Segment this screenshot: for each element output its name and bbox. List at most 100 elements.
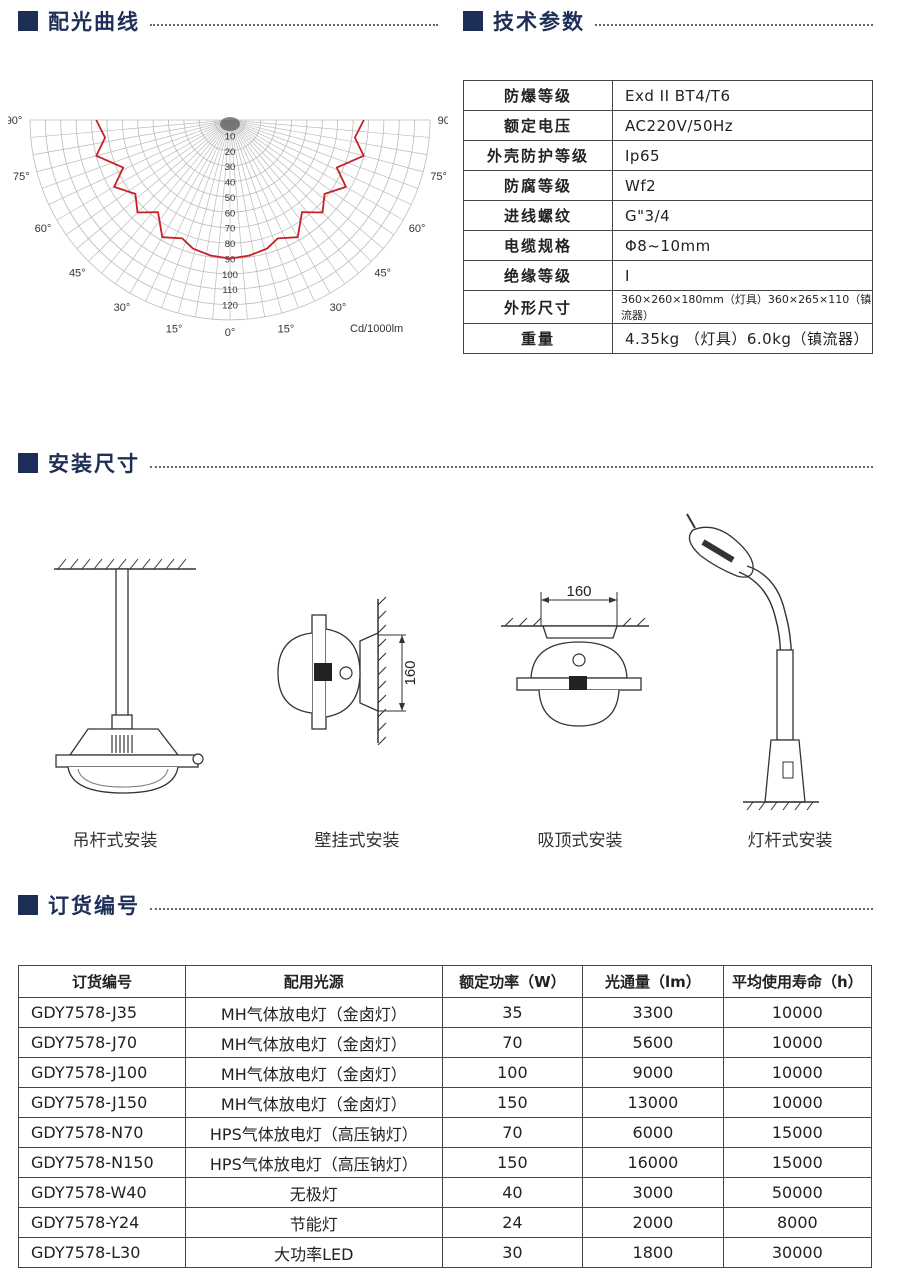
- radial-tick-label: 70: [225, 224, 236, 235]
- angle-label: 45°: [374, 268, 391, 280]
- order-cell: 70: [441, 1117, 584, 1148]
- polar-spoke: [229, 119, 404, 221]
- angle-label: 15°: [166, 324, 183, 336]
- polar-spoke: [229, 119, 248, 320]
- polar-spoke: [229, 119, 283, 314]
- section-marker: [463, 11, 483, 31]
- order-cell: 50000: [722, 1177, 873, 1208]
- polar-spoke: [229, 119, 384, 249]
- polar-spoke: [48, 119, 231, 205]
- radial-tick-label: 80: [225, 239, 236, 250]
- order-header-cell: 配用光源: [184, 965, 443, 998]
- order-cell: 10000: [722, 1087, 873, 1118]
- spec-value: I: [612, 260, 873, 291]
- section-header-tech-params: 技术参数: [463, 6, 873, 36]
- order-cell: 3000: [582, 1177, 724, 1208]
- section-marker: [18, 453, 38, 473]
- dotted-rule: [150, 24, 438, 26]
- radial-tick-label: 60: [225, 208, 236, 219]
- spec-key: 进线螺纹: [463, 200, 613, 231]
- spec-value: Ip65: [612, 140, 873, 171]
- order-cell: 5600: [582, 1027, 724, 1058]
- polar-spoke: [76, 119, 231, 249]
- polar-spoke: [229, 119, 372, 262]
- polar-spoke: [65, 119, 231, 236]
- radial-tick-label: 40: [225, 178, 236, 189]
- order-cell: 1800: [582, 1237, 724, 1268]
- polar-spoke: [229, 119, 331, 294]
- polar-spoke: [32, 119, 231, 156]
- angle-label: 75°: [13, 171, 30, 183]
- order-header-cell: 光通量（lm）: [582, 965, 724, 998]
- polar-spoke: [194, 119, 231, 318]
- polar-spoke: [129, 119, 231, 294]
- order-cell: 100: [441, 1057, 584, 1088]
- unit-label: Cd/1000lm: [350, 323, 403, 335]
- polar-spoke: [229, 119, 430, 138]
- polar-spoke: [114, 119, 231, 285]
- angle-label: 0°: [225, 327, 236, 339]
- order-cell: HPS气体放电灯（高压钠灯）: [184, 1147, 443, 1178]
- polar-spoke: [229, 119, 346, 285]
- order-cell: GDY7578-J35: [18, 997, 186, 1028]
- angle-label: 45°: [69, 268, 86, 280]
- spec-key: 额定电压: [463, 110, 613, 141]
- order-cell: 13000: [582, 1087, 724, 1118]
- polar-spoke: [161, 119, 231, 309]
- polar-spoke: [88, 119, 231, 262]
- polar-spoke: [41, 119, 231, 189]
- order-cell: 无极灯: [184, 1177, 443, 1208]
- polar-spoke: [177, 119, 231, 314]
- install-label-wall: 壁挂式安装: [314, 831, 400, 851]
- light-distribution-chart: 10203040506070809010011012090°90°75°75°6…: [8, 115, 448, 339]
- order-cell: 15000: [722, 1117, 873, 1148]
- order-cell: GDY7578-W40: [18, 1177, 186, 1208]
- polar-spoke: [229, 119, 359, 274]
- ceiling-mount-dimension: 160: [566, 583, 591, 600]
- order-cell: 6000: [582, 1117, 724, 1148]
- order-cell: 16000: [582, 1147, 724, 1178]
- polar-spoke: [212, 119, 231, 320]
- order-cell: 150: [441, 1087, 584, 1118]
- order-cell: 70: [441, 1027, 584, 1058]
- polar-spoke: [229, 119, 395, 236]
- order-cell: GDY7578-N70: [18, 1117, 186, 1148]
- section-title: 技术参数: [493, 10, 585, 34]
- order-cell: GDY7578-Y24: [18, 1207, 186, 1238]
- angle-label: 15°: [278, 324, 295, 336]
- polar-spoke: [56, 119, 231, 221]
- order-cell: GDY7578-J70: [18, 1027, 186, 1058]
- spec-key: 重量: [463, 323, 613, 354]
- spec-value: 360×260×180mm（灯具）360×265×110（镇流器）: [612, 290, 873, 324]
- order-cell: GDY7578-J150: [18, 1087, 186, 1118]
- dotted-rule: [595, 24, 873, 26]
- order-header-cell: 额定功率（W）: [441, 965, 584, 998]
- polar-spoke: [36, 119, 231, 173]
- order-cell: 大功率LED: [184, 1237, 443, 1268]
- order-header-cell: 订货编号: [18, 965, 186, 998]
- order-header-cell: 平均使用寿命（h）: [722, 965, 873, 998]
- order-cell: 15000: [722, 1147, 873, 1178]
- order-cell: 节能灯: [184, 1207, 443, 1238]
- order-cell: 150: [441, 1147, 584, 1178]
- spec-key: 绝缘等级: [463, 260, 613, 291]
- spec-value: Wf2: [612, 170, 873, 201]
- angle-label: 90°: [8, 115, 22, 127]
- polar-spoke: [229, 119, 424, 173]
- spec-key: 外形尺寸: [463, 290, 613, 324]
- polar-spoke: [229, 119, 419, 189]
- order-cell: MH气体放电灯（金卤灯）: [184, 1057, 443, 1088]
- order-cell: 40: [441, 1177, 584, 1208]
